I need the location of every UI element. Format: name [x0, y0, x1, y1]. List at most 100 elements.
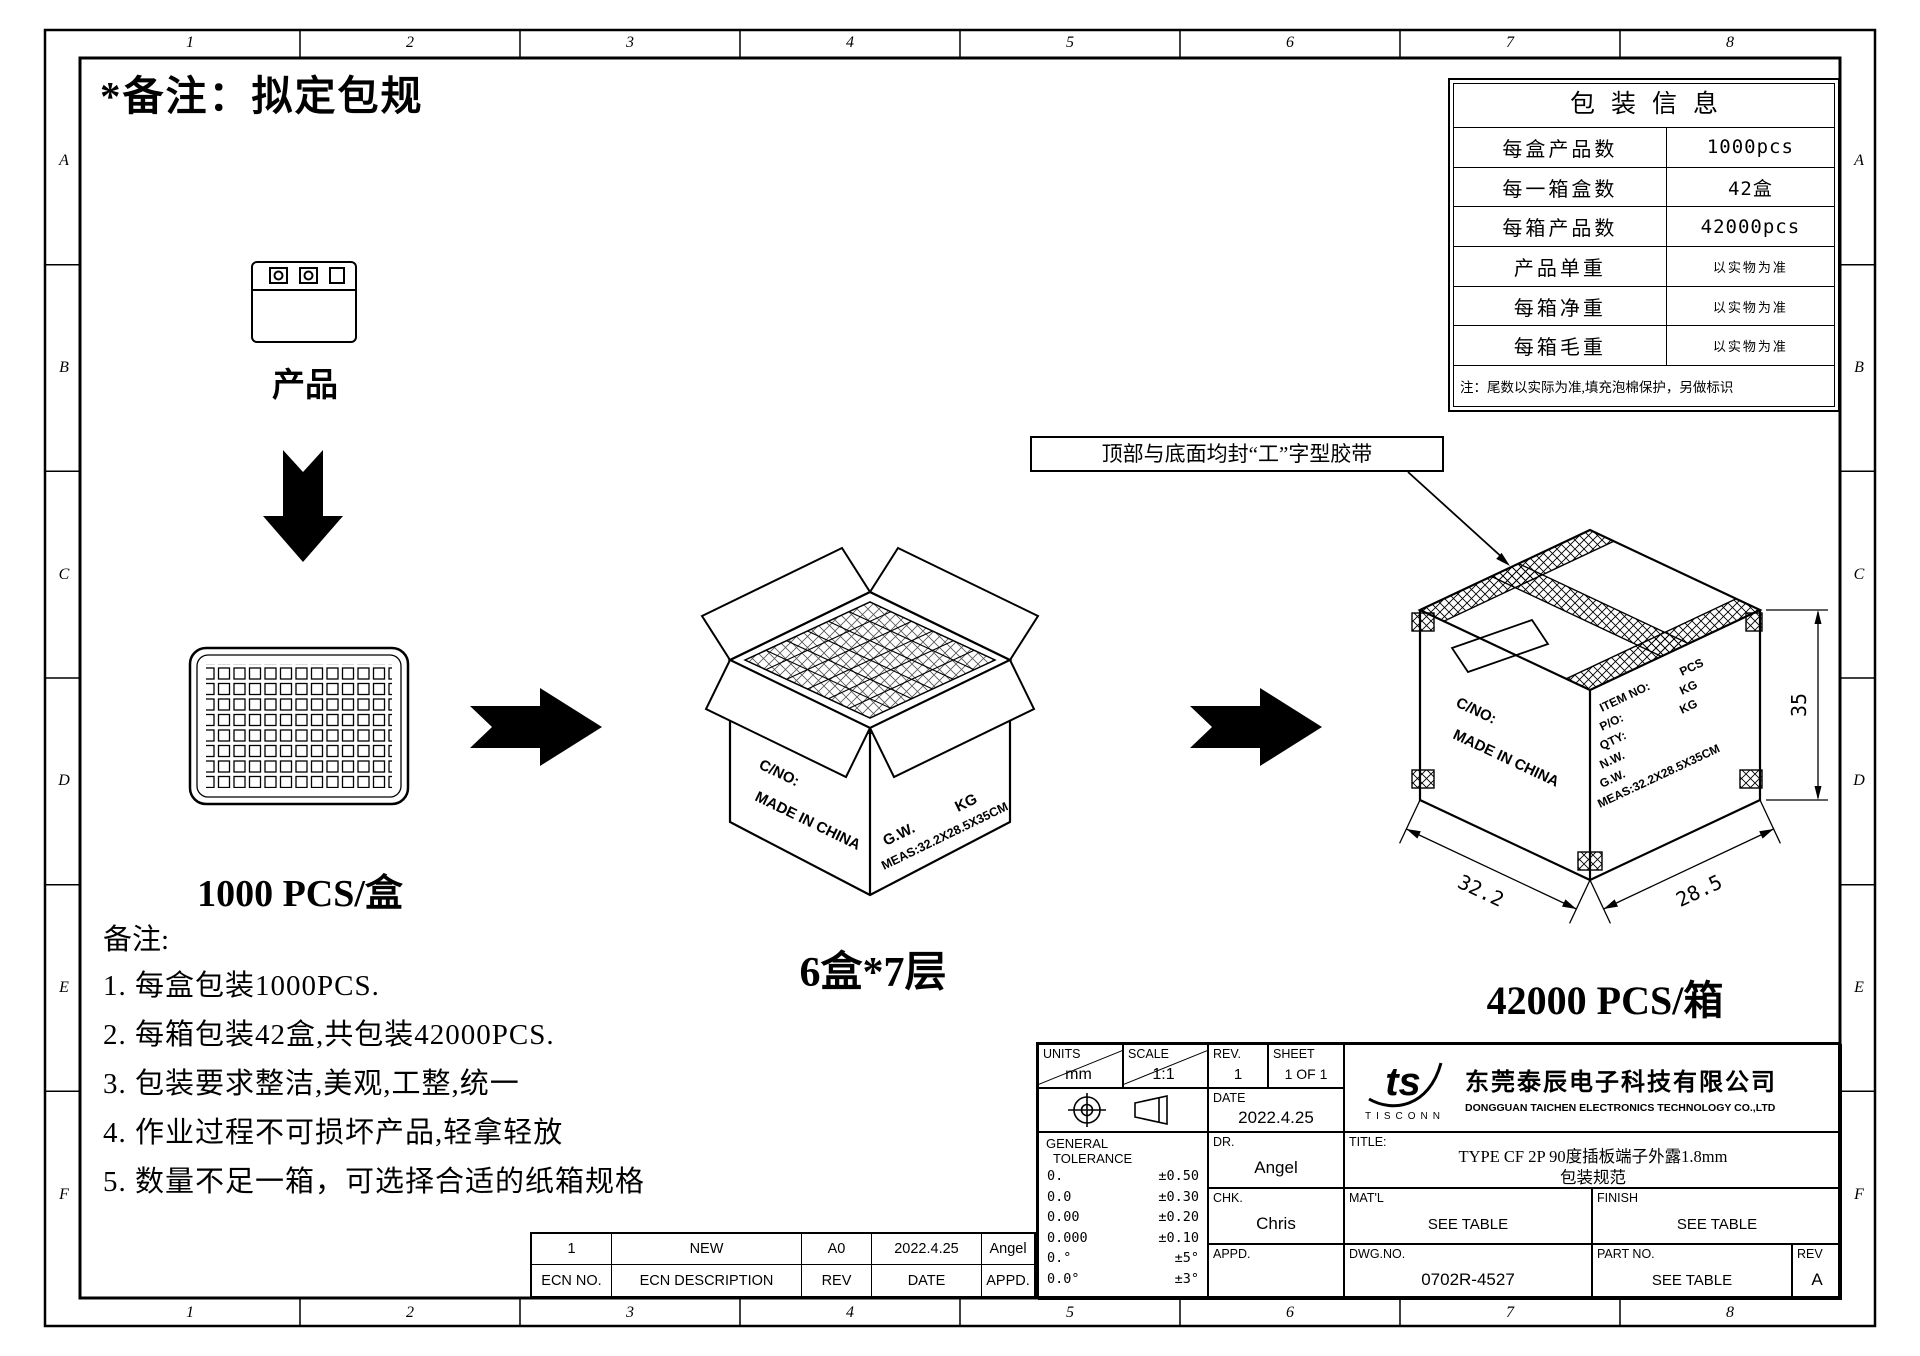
dim-width-text: 28.5: [1672, 870, 1726, 912]
package-info-table: 包装信息 每盒产品数 1000pcs 每一箱盒数 42盒 每箱产品数 42000…: [1448, 78, 1840, 412]
table-row: 每盒产品数 1000pcs: [1454, 128, 1834, 168]
packing-notes: 备注: 1. 每盒包装1000PCS. 2. 每箱包装42盒,共包装42000P…: [103, 916, 645, 1207]
dim-height-text: 35: [1787, 693, 1811, 717]
open-carton-kg-text: KG: [952, 790, 980, 815]
company-name-cn: 东莞泰辰电子科技有限公司: [1465, 1070, 1777, 1096]
revision-header-row: ECN NO. ECN DESCRIPTION REV DATE APPD.: [532, 1265, 1034, 1296]
tape-callout: 顶部与底面均封“工”字型胶带: [1030, 436, 1444, 472]
dimension-height: [1766, 609, 1828, 801]
flow-arrow-2: [1190, 688, 1322, 766]
grid-row-label: F: [59, 1186, 69, 1203]
tray-label: 1000 PCS/盒: [197, 873, 403, 915]
rev-cell: REV. 1: [1208, 1044, 1268, 1088]
company-name-en: DONGGUAN TAICHEN ELECTRONICS TECHNOLOGY …: [1465, 1102, 1776, 1114]
dwg-no-cell: DWG.NO. 0702R-4527: [1344, 1244, 1592, 1300]
table-row: 每箱产品数 42000pcs: [1454, 207, 1834, 248]
finish-cell: FINISH SEE TABLE: [1592, 1188, 1842, 1244]
material-cell: MAT'L SEE TABLE: [1344, 1188, 1592, 1244]
dim-length-text: 32.2: [1454, 870, 1508, 912]
scale-cell: SCALE 1:1: [1123, 1044, 1208, 1088]
units-cell: UNITS mm: [1038, 1044, 1123, 1088]
closed-carton-pcs-text: PCS: [1677, 656, 1705, 679]
grid-col-label: 2: [406, 1304, 414, 1321]
drawing-title-cell: TITLE: TYPE CF 2P 90度插板端子外露1.8mm 包装规范: [1344, 1132, 1842, 1188]
grid-col-label: 1: [186, 34, 194, 51]
tape-callout-leader: [1407, 471, 1510, 566]
closed-carton-itemno-text: ITEM NO:: [1597, 679, 1652, 715]
grid-row-label: D: [58, 772, 70, 789]
closed-carton-origin-text: MADE IN CHINA: [1450, 726, 1561, 790]
title-block: UNITS mm SCALE 1:1 REV. 1 SHEET 1 OF 1 t…: [1036, 1042, 1842, 1300]
brand-text: TISCONN: [1365, 1111, 1445, 1122]
grid-row-label: A: [59, 152, 69, 169]
shipping-label-outline: [1450, 618, 1550, 674]
product-icon: [251, 261, 357, 343]
checked-by-cell: CHK. Chris: [1208, 1188, 1344, 1244]
product-label: 产品: [272, 368, 338, 404]
table-row: 每一箱盒数 42盒: [1454, 167, 1834, 208]
drawn-by-cell: DR. Angel: [1208, 1132, 1344, 1188]
package-info-title: 包装信息: [1454, 84, 1834, 128]
grid-col-label: 4: [846, 1304, 854, 1321]
notes-heading: 备注:: [103, 924, 170, 956]
closed-carton-drawing: C/NO: MADE IN CHINA ITEM NO: P/O: QTY: N…: [1399, 528, 1828, 924]
note-item: 5. 数量不足一箱，可选择合适的纸箱规格: [103, 1166, 646, 1198]
closed-carton-kg1-text: KG: [1677, 677, 1699, 697]
projection-symbol: [1068, 1093, 1168, 1127]
down-arrow: [263, 450, 343, 562]
tape-strips: [1411, 529, 1763, 871]
open-carton-label: 6盒*7层: [799, 950, 947, 996]
svg-text:ts: ts: [1385, 1060, 1421, 1104]
approved-by-cell: APPD.: [1208, 1244, 1344, 1300]
grid-col-label: 4: [846, 34, 854, 51]
grid-row-label: F: [1854, 1186, 1864, 1203]
tray-drawing: [188, 646, 410, 806]
grid-col-label: 6: [1286, 34, 1294, 51]
dimension-width: [1589, 799, 1781, 924]
date-cell: DATE 2022.4.25: [1208, 1088, 1344, 1132]
grid-col-label: 7: [1506, 1304, 1514, 1321]
grid-col-label: 3: [626, 1304, 634, 1321]
grid-col-label: 8: [1726, 34, 1734, 51]
tolerance-cell: GENERAL TOLERANCE 0.±0.50 0.0±0.30 0.00±…: [1038, 1132, 1208, 1300]
grid-col-label: 5: [1066, 34, 1074, 51]
tisconn-logo: ts TISCONN: [1365, 1060, 1445, 1122]
package-info-note: 注：尾数以实际为准,填充泡棉保护，另做标识: [1460, 380, 1734, 396]
note-item: 2. 每箱包装42盒,共包装42000PCS.: [103, 1019, 555, 1051]
note-item: 1. 每盒包装1000PCS.: [103, 970, 380, 1002]
table-row: 每箱毛重 以实物为准: [1454, 326, 1834, 367]
closed-carton-label: 42000 PCS/箱: [1486, 978, 1724, 1023]
flow-arrow-1: [470, 688, 602, 766]
grid-row-label: C: [58, 566, 70, 583]
grid-col-label: 6: [1286, 1304, 1294, 1321]
grid-row-label: B: [1854, 359, 1864, 376]
closed-carton-cno-text: C/NO:: [1453, 694, 1499, 727]
grid-row-label: E: [59, 979, 69, 996]
revision-entry-row: 1 NEW A0 2022.4.25 Angel: [532, 1234, 1034, 1265]
table-row: 产品单重 以实物为准: [1454, 247, 1834, 287]
grid-row-label: E: [1854, 979, 1864, 996]
open-carton-drawing: C/NO: MADE IN CHINA G.W. KG MEAS:32.2X28…: [700, 546, 1040, 897]
projection-cell: [1038, 1088, 1208, 1132]
grid-col-label: 8: [1726, 1304, 1734, 1321]
grid-col-label: 7: [1506, 34, 1514, 51]
note-item: 3. 包装要求整洁,美观,工整,统一: [103, 1068, 520, 1100]
drawing-title-line2: 包装规范: [1560, 1168, 1626, 1187]
grid-col-label: 3: [626, 34, 634, 51]
note-item: 4. 作业过程不可损坏产品,轻拿轻放: [103, 1117, 564, 1149]
dimension-length: [1399, 799, 1591, 924]
grid-row-label: C: [1853, 566, 1865, 583]
open-carton-cno-text: C/NO:: [756, 756, 802, 790]
rev-letter-cell: REV A: [1792, 1244, 1842, 1300]
revision-table: 1 NEW A0 2022.4.25 Angel ECN NO. ECN DES…: [530, 1232, 1036, 1298]
open-carton-origin-text: MADE IN CHINA: [752, 788, 863, 854]
drawing-title-line1: TYPE CF 2P 90度插板端子外露1.8mm: [1458, 1147, 1728, 1166]
closed-carton-kg2-text: KG: [1677, 696, 1699, 716]
part-no-cell: PART NO. SEE TABLE: [1592, 1244, 1792, 1300]
grid-col-label: 5: [1066, 1304, 1074, 1321]
grid-col-label: 1: [186, 1304, 194, 1321]
grid-col-label: 2: [406, 34, 414, 51]
grid-row-label: A: [1854, 152, 1864, 169]
